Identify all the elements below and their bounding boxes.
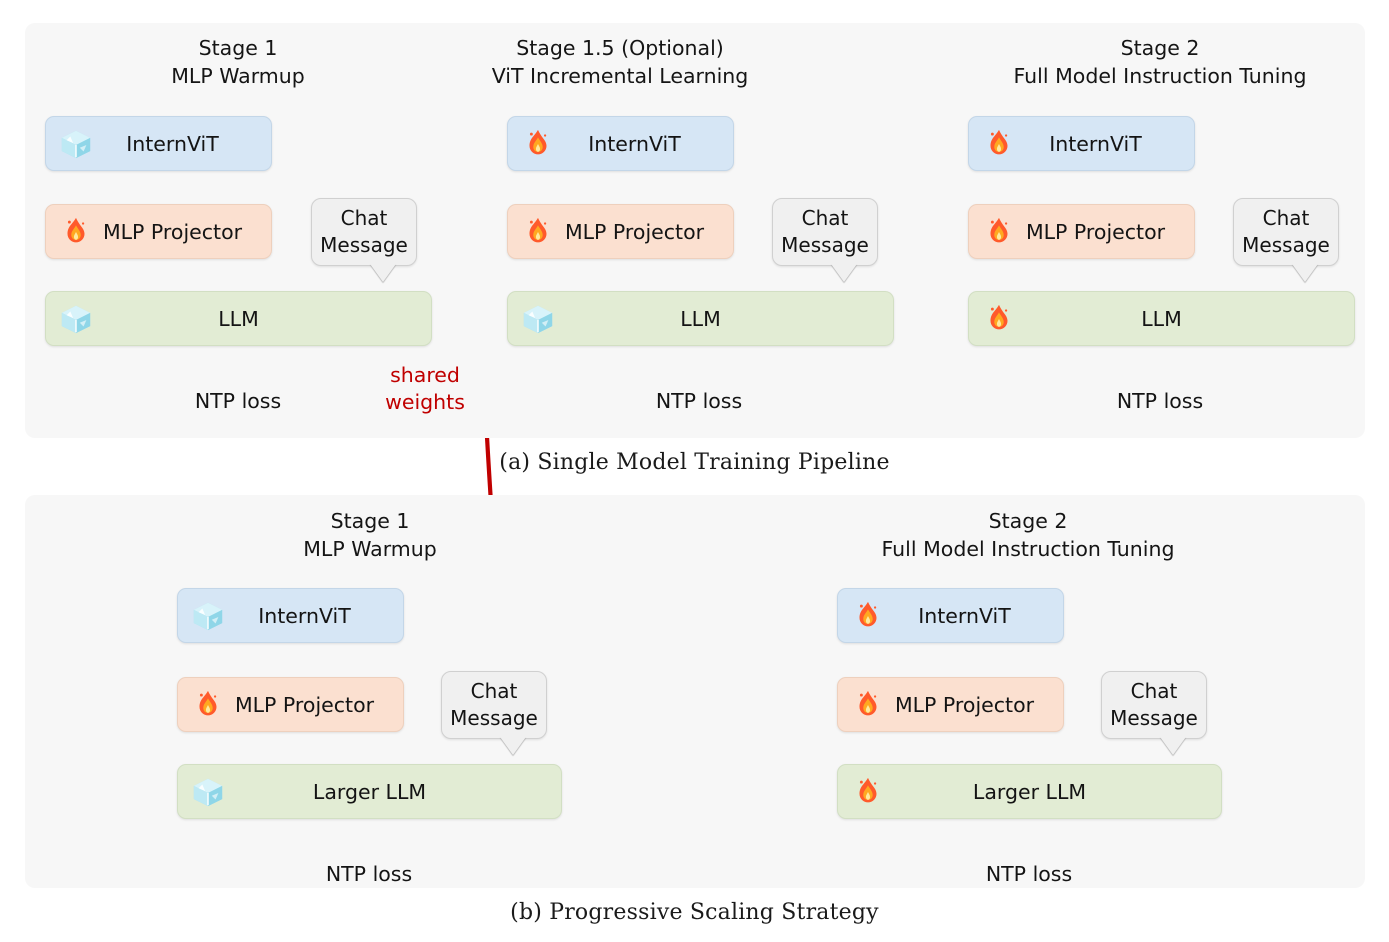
box-internvit-b2[interactable]: InternViT <box>837 588 1064 643</box>
column-title-b1-line2: MLP Warmup <box>303 537 437 561</box>
column-title-a3: Stage 2 Full Model Instruction Tuning <box>960 34 1360 90</box>
column-title-a2: Stage 1.5 (Optional) ViT Incremental Lea… <box>450 34 790 90</box>
chat-line1: Chat <box>1262 206 1310 230</box>
fire-icon <box>859 601 877 626</box>
ice-cube-icon <box>61 130 91 158</box>
fire-icon <box>199 690 217 715</box>
box-mlp-projector-a1[interactable]: MLP Projector <box>45 204 272 259</box>
box-label: LLM <box>1141 306 1182 331</box>
chat-message-bubble-a1[interactable]: Chat Message <box>311 198 417 282</box>
shared-weights-line1: shared <box>390 363 460 387</box>
box-mlp-projector-b1[interactable]: MLP Projector <box>177 677 404 732</box>
chat-line1: Chat <box>470 679 518 703</box>
ice-cube-icon <box>61 305 91 333</box>
chat-line2: Message <box>1110 706 1198 730</box>
column-title-a3-line1: Stage 2 <box>1120 36 1200 60</box>
chat-bubble-tail <box>831 264 857 282</box>
panel-b-caption: (b) Progressive Scaling Strategy <box>510 900 879 925</box>
fire-icon <box>529 129 547 154</box>
box-mlp-projector-a3[interactable]: MLP Projector <box>968 204 1195 259</box>
fire-icon <box>529 217 547 242</box>
column-title-b2-line1: Stage 2 <box>988 509 1068 533</box>
loss-label-b2: NTP loss <box>985 862 1073 886</box>
chat-line2: Message <box>450 706 538 730</box>
shared-weights-line2: weights <box>385 390 465 414</box>
fire-icon <box>990 217 1008 242</box>
column-title-a2-line2: ViT Incremental Learning <box>491 64 749 88</box>
column-title-b2: Stage 2 Full Model Instruction Tuning <box>828 507 1228 563</box>
box-label: Larger LLM <box>312 779 427 804</box>
column-title-b2-line2: Full Model Instruction Tuning <box>881 537 1175 561</box>
column-title-a2-line1: Stage 1.5 (Optional) <box>516 36 724 60</box>
chat-line1: Chat <box>1130 679 1178 703</box>
chat-line2: Message <box>1242 233 1330 257</box>
chat-message-bubble-a2[interactable]: Chat Message <box>772 198 878 282</box>
fire-icon <box>859 690 877 715</box>
shared-weights-label: shared weights <box>370 362 480 416</box>
box-mlp-projector-b2[interactable]: MLP Projector <box>837 677 1064 732</box>
box-larger-llm-b1[interactable]: Larger LLM <box>177 764 562 819</box>
fire-icon <box>859 777 877 802</box>
box-label: Larger LLM <box>972 779 1087 804</box>
chat-line1: Chat <box>340 206 388 230</box>
column-title-a1-line1: Stage 1 <box>198 36 278 60</box>
box-label: LLM <box>680 306 721 331</box>
chat-line2: Message <box>320 233 408 257</box>
chat-message-bubble-b1[interactable]: Chat Message <box>441 671 547 755</box>
box-larger-llm-b2[interactable]: Larger LLM <box>837 764 1222 819</box>
loss-label-a2: NTP loss <box>655 389 743 413</box>
box-internvit-a2[interactable]: InternViT <box>507 116 734 171</box>
loss-label-b1: NTP loss <box>325 862 413 886</box>
chat-bubble-tail <box>500 737 526 755</box>
fire-icon <box>990 129 1008 154</box>
chat-line2: Message <box>781 233 869 257</box>
chat-bubble-tail <box>1292 264 1318 282</box>
chat-line1: Chat <box>801 206 849 230</box>
chat-bubble-tail <box>1160 737 1186 755</box>
fire-icon <box>990 304 1008 329</box>
column-title-a1-line2: MLP Warmup <box>171 64 305 88</box>
box-internvit-b1[interactable]: InternViT <box>177 588 404 643</box>
ice-cube-icon <box>193 602 223 630</box>
fire-icon <box>67 217 85 242</box>
loss-label-a3: NTP loss <box>1116 389 1204 413</box>
column-title-a1: Stage 1 MLP Warmup <box>88 34 388 90</box>
column-title-b1: Stage 1 MLP Warmup <box>220 507 520 563</box>
box-internvit-a1[interactable]: InternViT <box>45 116 272 171</box>
loss-label-a1: NTP loss <box>194 389 282 413</box>
column-title-b1-line1: Stage 1 <box>330 509 410 533</box>
panel-a-caption: (a) Single Model Training Pipeline <box>499 450 890 475</box>
box-label: LLM <box>218 306 259 331</box>
box-llm-a3[interactable]: LLM <box>968 291 1355 346</box>
box-llm-a2[interactable]: LLM <box>507 291 894 346</box>
chat-message-bubble-a3[interactable]: Chat Message <box>1233 198 1339 282</box>
ice-cube-icon <box>193 778 223 806</box>
box-internvit-a3[interactable]: InternViT <box>968 116 1195 171</box>
ice-cube-icon <box>523 305 553 333</box>
chat-message-bubble-b2[interactable]: Chat Message <box>1101 671 1207 755</box>
chat-bubble-tail <box>370 264 396 282</box>
box-llm-a1[interactable]: LLM <box>45 291 432 346</box>
box-mlp-projector-a2[interactable]: MLP Projector <box>507 204 734 259</box>
column-title-a3-line2: Full Model Instruction Tuning <box>1013 64 1307 88</box>
